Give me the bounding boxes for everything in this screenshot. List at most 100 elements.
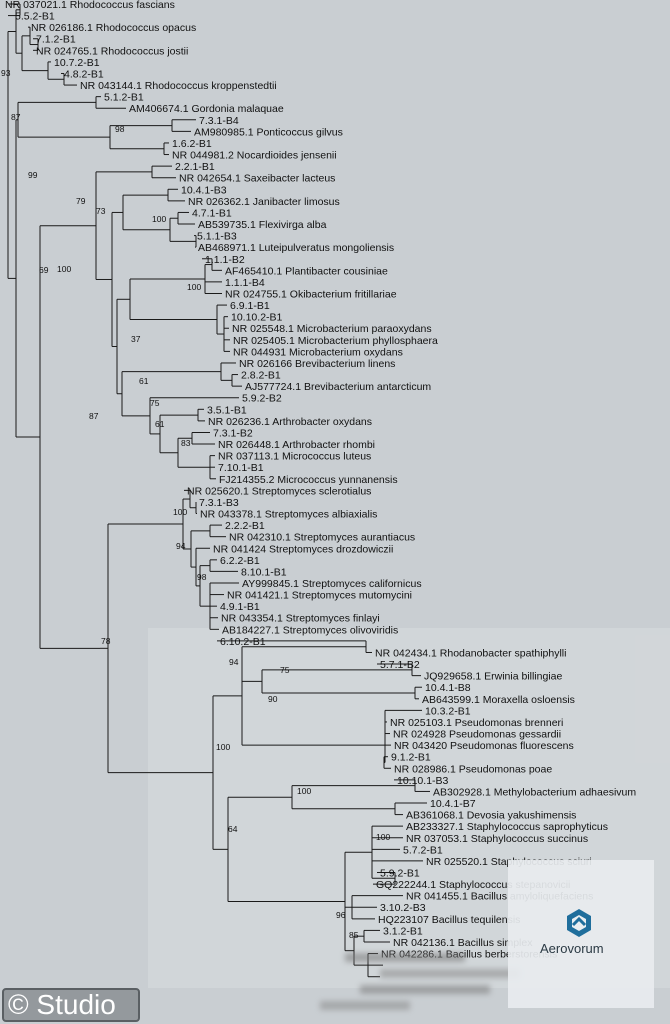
leaf-label: NR 037021.1 Rhodococcus fascians [5,0,175,11]
leaf-label: NR 025405.1 Microbacterium phyllosphaera [233,335,438,347]
leaf-label: NR 042654.1 Saxeibacter lacteus [179,173,335,185]
leaf-label: 5.7.2-B1 [403,844,443,856]
leaf-label: NR 042434.1 Rhodanobacter spathiphylli [375,647,566,659]
leaf-label: NR 024755.1 Okibacterium fritillariae [225,289,397,301]
bootstrap-value: 94 [229,657,239,667]
leaf-label: NR 025620.1 Streptomyces sclerotialus [187,485,371,497]
leaf-label: 8.10.1-B1 [241,566,287,578]
bootstrap-value: 100 [297,786,311,796]
leaf-label: 10.4.1-B3 [181,184,227,196]
leaf-label: AM980985.1 Ponticoccus gilvus [194,126,343,138]
leaf-label: NR 043144.1 Rhodococcus kroppenstedtii [80,80,277,92]
bootstrap-value: 79 [76,196,86,206]
leaf-label: NR 026448.1 Arthrobacter rhombi [218,439,375,451]
bootstrap-value: 100 [173,507,187,517]
bootstrap-value: 100 [152,214,166,224]
leaf-label: NR 041424 Streptomyces drozdowiczii [213,543,393,555]
leaf-label: AB233327.1 Staphylococcus saprophyticus [406,821,608,833]
leaf-label: HQ223107 Bacillus tequilensis [378,914,520,926]
leaf-label: AM406674.1 Gordonia malaquae [129,103,284,115]
leaf-label: NR 037053.1 Staphylococcus succinus [406,833,588,845]
leaf-label: 3.1.2-B1 [383,925,423,937]
leaf-label: 5.1.1-B3 [197,231,237,243]
leaf-label: 5.9.2-B1 [380,868,420,880]
studio-watermark: © Studio [2,988,140,1022]
bootstrap-value: 87 [89,411,99,421]
leaf-label: 7.10.1-B1 [218,462,264,474]
leaf-label: NR 043354.1 Streptomyces finlayi [221,613,380,625]
leaf-label: NR 044981.2 Nocardioides jensenii [172,150,337,162]
leaf-label: 6.2.2-B1 [220,555,260,567]
leaf-label: JQ929658.1 Erwinia billingiae [424,671,562,683]
bootstrap-value: 100 [187,282,201,292]
leaf-label: NR 037113.1 Micrococcus luteus [218,451,371,463]
leaf-label: NR 042136.1 Bacillus simplex [393,937,533,949]
leaf-label: 6.10.2-B1 [220,636,266,648]
bootstrap-value: 99 [28,170,38,180]
leaf-label: AB539735.1 Flexivirga alba [198,219,327,231]
bootstrap-value: 64 [228,824,238,834]
leaf-label: NR 024928 Pseudomonas gessardii [393,729,561,741]
leaf-label: 10.7.2-B1 [54,57,100,69]
leaf-label: NR 043420 Pseudomonas fluorescens [394,740,574,752]
leaf-label: 1.1.1-B4 [225,277,265,289]
leaf-label: AB302928.1 Methylobacterium adhaesivum [433,786,636,798]
leaf-label: NR 026186.1 Rhodococcus opacus [31,22,196,34]
bootstrap-value: 100 [216,742,230,752]
leaf-label: 5.9.2-B2 [242,393,282,405]
bootstrap-value: 37 [131,334,141,344]
bootstrap-value: 61 [155,419,165,429]
leaf-label: AB468971.1 Luteipulveratus mongoliensis [198,242,394,254]
leaf-label: 7.3.1-B3 [199,497,239,509]
bootstrap-value: 100 [57,264,71,274]
logo-name: Aerovorum [540,941,604,956]
bootstrap-value: 75 [150,398,160,408]
bootstrap-value: 87 [11,112,21,122]
leaf-label: 10.4.1-B7 [430,798,476,810]
leaf-label: AB184227.1 Streptomyces olivoviridis [222,624,398,636]
leaf-label: 10.10.2-B1 [231,312,283,324]
bootstrap-value: 98 [197,572,207,582]
leaf-label: 2.8.2-B1 [241,370,281,382]
leaf-label: NR 024765.1 Rhodococcus jostii [36,45,188,57]
leaf-label: 5.7.1-B2 [380,659,420,671]
leaf-label: 9.1.2-B1 [391,752,431,764]
leaf-label: NR 026166 Brevibacterium linens [239,358,395,370]
leaf-label: NR 044931 Microbacterium oxydans [233,346,403,358]
leaf-label: 2.2.2-B1 [225,520,265,532]
bootstrap-value: 69 [39,265,49,275]
leaf-label: 2.2.1-B1 [175,161,215,173]
bootstrap-value: 85 [349,930,359,940]
leaf-label: 10.10.1-B3 [397,775,449,787]
bootstrap-value: 90 [268,694,278,704]
leaf-label: 1.1.1-B2 [205,254,245,266]
bootstrap-value: 96 [336,910,346,920]
bootstrap-value: 73 [96,206,106,216]
bootstrap-value: 94 [176,541,186,551]
leaf-label: AJ577724.1 Brevibacterium antarcticum [245,381,431,393]
leaf-label: NR 028986.1 Pseudomonas poae [394,763,552,775]
bootstrap-value: 75 [280,665,290,675]
leaf-label: 7.1.2-B1 [36,34,76,46]
leaf-label: NR 043378.1 Streptomyces albiaxialis [200,509,377,521]
bootstrap-value: 100 [376,832,390,842]
bootstrap-value: 61 [139,376,149,386]
leaf-label: 4.9.1-B1 [220,601,260,613]
bootstrap-value: 98 [115,124,125,134]
leaf-label: AB643599.1 Moraxella osloensis [422,694,575,706]
leaf-label: NR 026362.1 Janibacter limosus [188,196,340,208]
leaf-label: AB361068.1 Devosia yakushimensis [406,810,576,822]
leaf-label: 1.6.2-B1 [172,138,212,150]
leaf-label: 4.8.2-B1 [64,68,104,80]
leaf-label: NR 041421.1 Streptomyces mutomycini [227,590,412,602]
bootstrap-value: 93 [1,68,11,78]
leaf-label: 4.7.1-B1 [192,207,232,219]
leaf-label: 10.4.1-B8 [425,682,471,694]
tree-labels: NR 037021.1 Rhodococcus fascians5.5.2-B1… [1,0,636,961]
leaf-label: 7.3.1-B2 [213,427,253,439]
bootstrap-value: 83 [181,438,191,448]
leaf-label: NR 025103.1 Pseudomonas brenneri [390,717,563,729]
leaf-label: NR 025548.1 Microbacterium paraoxydans [232,323,432,335]
leaf-label: 5.5.2-B1 [15,11,55,23]
